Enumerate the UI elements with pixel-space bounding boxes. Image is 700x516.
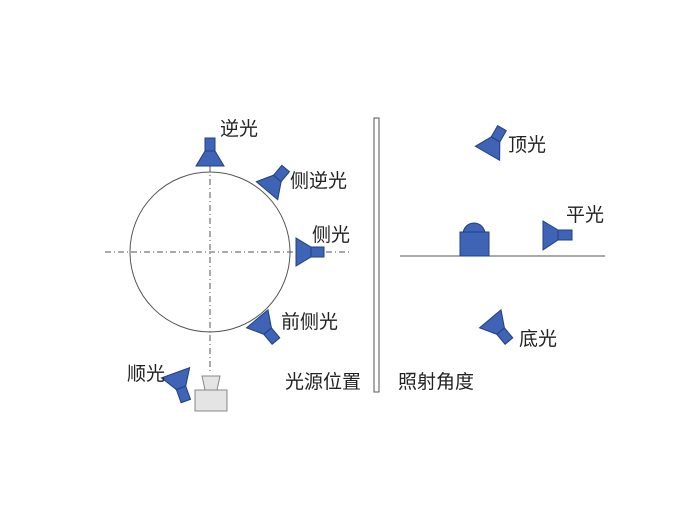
label-back-light: 逆光: [220, 118, 259, 140]
subject-object-icon: [459, 222, 490, 257]
label-front-side-light: 前侧光: [281, 311, 339, 333]
label-front-light: 顺光: [127, 363, 166, 385]
label-side-back-light: 侧逆光: [290, 170, 348, 192]
label-bottom-light: 底光: [519, 328, 558, 350]
label-flat-light: 平光: [566, 204, 605, 226]
right-panel-title: 照射角度: [398, 371, 475, 393]
back-light-spotlight-icon: [195, 137, 225, 167]
label-side-light: 侧光: [312, 224, 351, 246]
side-back-light-spotlight-icon: [255, 164, 291, 201]
front-side-light-spotlight-icon: [245, 308, 281, 345]
flat-light-spotlight-icon: [542, 220, 573, 251]
label-top-light: 顶光: [508, 134, 547, 156]
left-panel-title: 光源位置: [285, 371, 362, 393]
bottom-light-spotlight-icon: [478, 308, 514, 345]
camera-icon: [194, 375, 228, 412]
top-light-spotlight-icon: [474, 124, 508, 162]
panel-divider: [373, 117, 380, 393]
front-light-spotlight-icon: [160, 366, 192, 404]
side-light-spotlight-icon: [295, 237, 325, 267]
